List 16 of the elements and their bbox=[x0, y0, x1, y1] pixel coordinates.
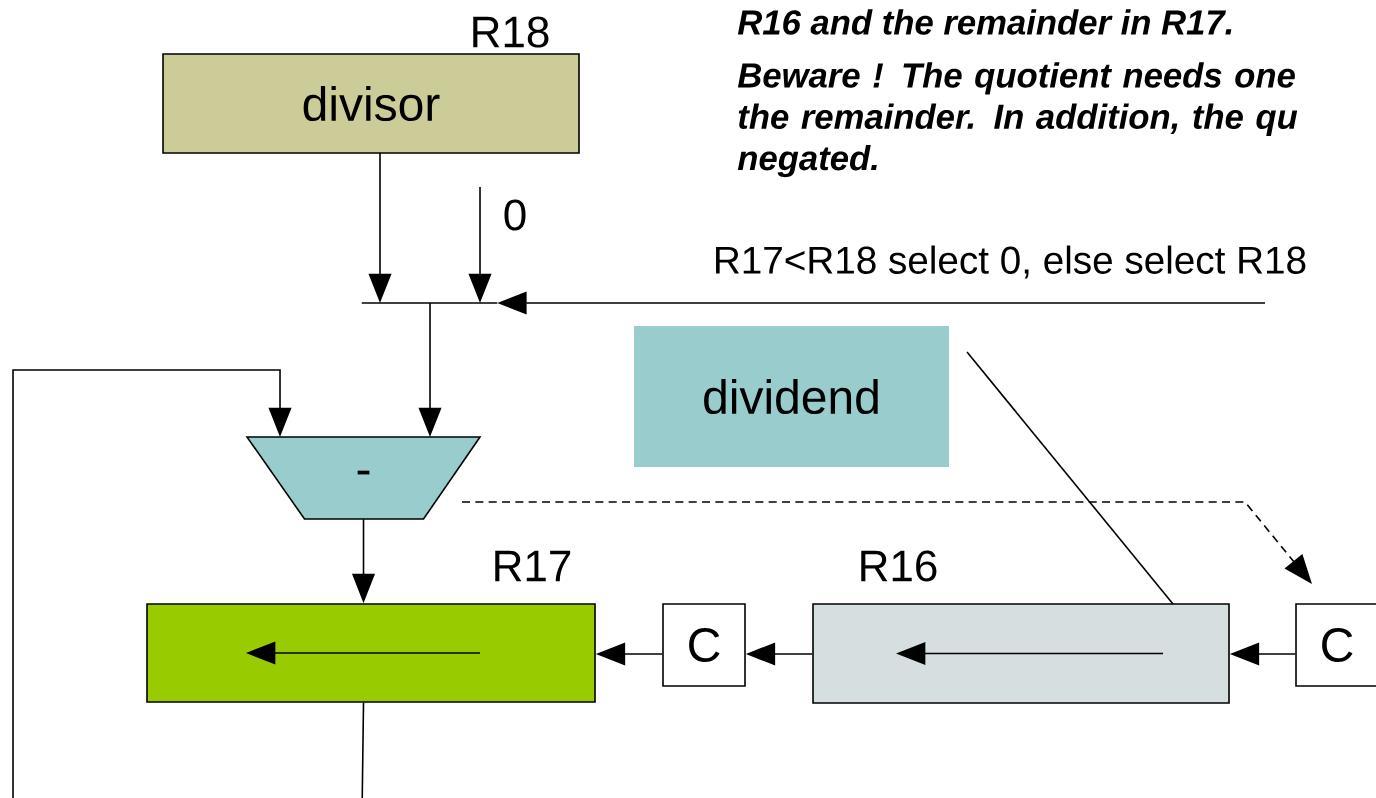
register-label: R16 bbox=[861, 550, 937, 582]
note-text: Beware ! The quotient needs one the remainder. In addition, the qu negated. bbox=[737, 62, 1298, 178]
register-label: R17 bbox=[495, 550, 571, 582]
register-label: R18 bbox=[473, 16, 549, 48]
data-box: dividend bbox=[634, 326, 949, 467]
register-box bbox=[812, 550, 1230, 704]
data-box: divisor R18 bbox=[162, 16, 580, 154]
edge-label: 0 bbox=[504, 199, 526, 231]
connector-line bbox=[966, 351, 1174, 605]
register-box bbox=[146, 550, 596, 703]
c-box: C bbox=[662, 603, 746, 687]
edge-label: R17<R18 select 0, else select R18 bbox=[716, 245, 1306, 279]
arrow bbox=[12, 369, 365, 798]
dashed-arrow bbox=[461, 501, 1312, 584]
note-text: R16 and the remainder in R17. bbox=[737, 9, 1232, 35]
c-box: C bbox=[1295, 603, 1376, 687]
